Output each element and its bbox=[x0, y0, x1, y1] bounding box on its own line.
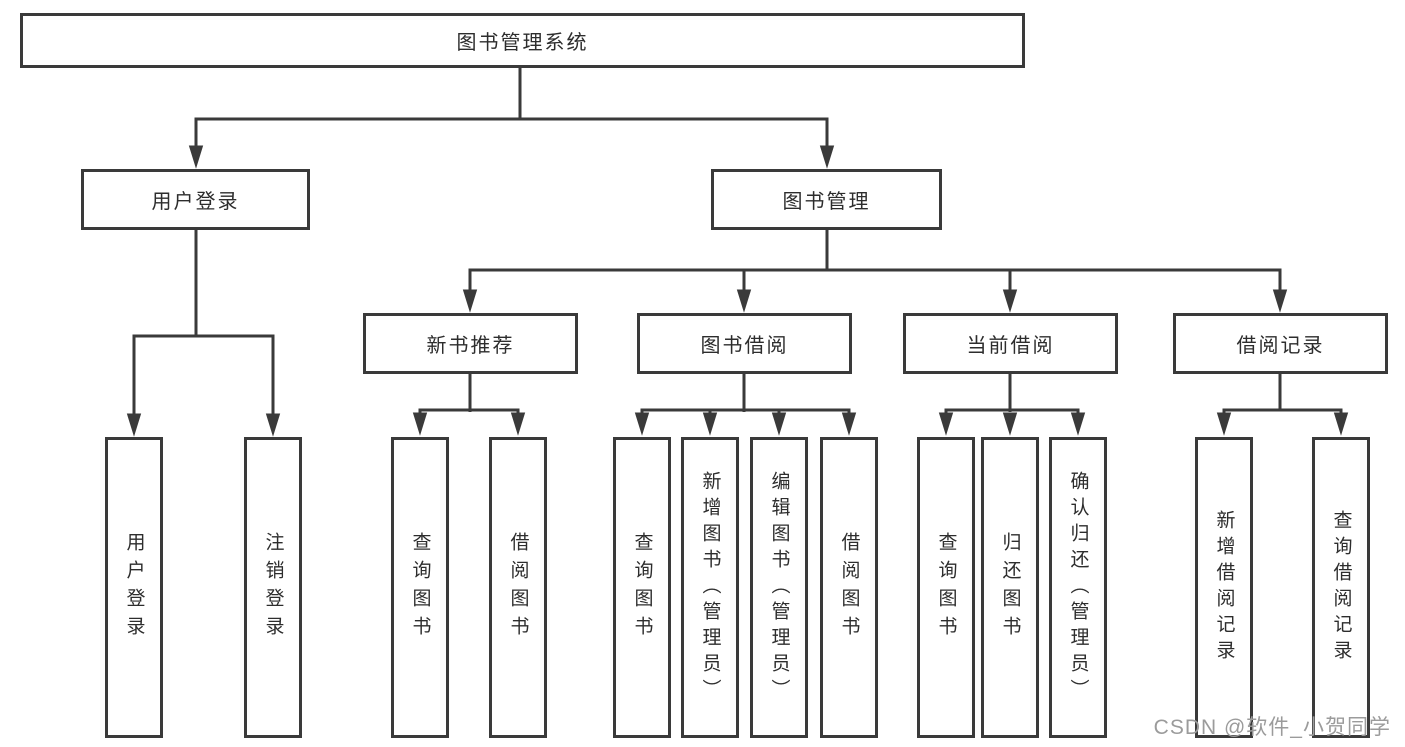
leaf-add-borrow-record: 新增借阅记录 bbox=[1195, 437, 1253, 738]
leaf-add-books-admin-label: 新增图书（管理员） bbox=[699, 470, 721, 705]
leaf-borrow-books-recommend: 借阅图书 bbox=[489, 437, 547, 738]
leaf-confirm-return-admin: 确认归还（管理员） bbox=[1049, 437, 1107, 738]
leaf-user-login-label: 用户登录 bbox=[123, 531, 145, 644]
node-root: 图书管理系统 bbox=[20, 13, 1025, 68]
leaf-edit-books-admin: 编辑图书（管理员） bbox=[750, 437, 808, 738]
node-user-login-label: 用户登录 bbox=[151, 191, 240, 213]
leaf-query-books-borrowing: 查询图书 bbox=[613, 437, 671, 738]
leaf-edit-books-admin-label: 编辑图书（管理员） bbox=[768, 470, 790, 705]
leaf-query-books-borrowing-label: 查询图书 bbox=[631, 531, 653, 644]
leaf-logout-label: 注销登录 bbox=[262, 531, 284, 644]
leaf-query-borrow-record-label: 查询借阅记录 bbox=[1330, 509, 1352, 666]
node-borrowing-records: 借阅记录 bbox=[1173, 313, 1388, 374]
leaf-return-books: 归还图书 bbox=[981, 437, 1039, 738]
leaf-borrow-books-borrowing-label: 借阅图书 bbox=[838, 531, 860, 644]
node-new-book-recommend: 新书推荐 bbox=[363, 313, 578, 374]
node-new-book-recommend-label: 新书推荐 bbox=[426, 335, 515, 357]
node-book-management-label: 图书管理 bbox=[782, 191, 871, 213]
leaf-logout: 注销登录 bbox=[244, 437, 302, 738]
node-borrowing-records-label: 借阅记录 bbox=[1236, 335, 1325, 357]
leaf-user-login: 用户登录 bbox=[105, 437, 163, 738]
leaf-borrow-books-borrowing: 借阅图书 bbox=[820, 437, 878, 738]
leaf-add-borrow-record-label: 新增借阅记录 bbox=[1213, 509, 1235, 666]
csdn-watermark: CSDN @软件_小贺同学 bbox=[1153, 716, 1391, 739]
node-root-label: 图书管理系统 bbox=[456, 32, 589, 54]
node-book-borrowing: 图书借阅 bbox=[637, 313, 852, 374]
node-current-borrowing: 当前借阅 bbox=[903, 313, 1118, 374]
node-current-borrowing-label: 当前借阅 bbox=[966, 335, 1055, 357]
arrowhead-icons bbox=[126, 145, 1349, 437]
node-book-borrowing-label: 图书借阅 bbox=[700, 335, 789, 357]
node-user-login: 用户登录 bbox=[81, 169, 310, 230]
leaf-query-books-current-label: 查询图书 bbox=[935, 531, 957, 644]
leaf-confirm-return-admin-label: 确认归还（管理员） bbox=[1067, 470, 1089, 705]
leaf-return-books-label: 归还图书 bbox=[999, 531, 1021, 644]
leaf-add-books-admin: 新增图书（管理员） bbox=[681, 437, 739, 738]
leaf-query-borrow-record: 查询借阅记录 bbox=[1312, 437, 1370, 738]
node-book-management: 图书管理 bbox=[711, 169, 942, 230]
leaf-query-books-current: 查询图书 bbox=[917, 437, 975, 738]
leaf-query-books-recommend: 查询图书 bbox=[391, 437, 449, 738]
leaf-borrow-books-recommend-label: 借阅图书 bbox=[507, 531, 529, 644]
leaf-query-books-recommend-label: 查询图书 bbox=[409, 531, 431, 644]
